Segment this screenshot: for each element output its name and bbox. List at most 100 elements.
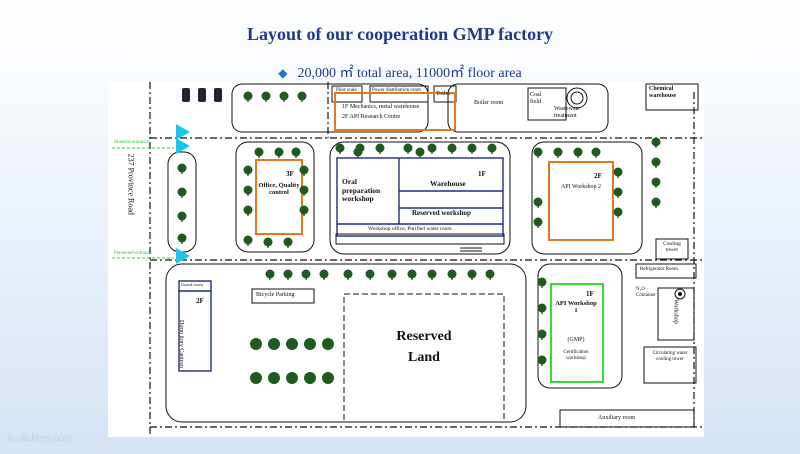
tree — [447, 269, 457, 279]
factory-layout-map: Pilot scale Power distribution room Toil… — [108, 82, 704, 437]
tree — [447, 143, 457, 153]
diamond-bullet-icon: ◆ — [278, 66, 288, 80]
tree-trunk — [537, 205, 539, 208]
tree — [343, 269, 353, 279]
tree-trunk — [278, 155, 280, 158]
tree-trunk — [419, 155, 421, 158]
tree — [299, 185, 309, 195]
layout-drawing — [112, 82, 704, 437]
n2-container-label: N₂O Container — [636, 287, 656, 298]
tree-trunk — [247, 213, 249, 216]
tree — [335, 143, 345, 153]
target-marker — [674, 288, 686, 300]
api1-floor-label: 1F — [586, 290, 594, 298]
tree — [573, 147, 583, 157]
workshop-side-label: Workshop — [672, 299, 679, 324]
material-entrance-label: Material entrance — [114, 140, 150, 145]
tree-trunk — [655, 205, 657, 208]
entrance-arrows — [176, 124, 190, 264]
tree — [467, 143, 477, 153]
tree-trunk — [541, 363, 543, 366]
tree-trunk — [491, 151, 493, 154]
bicycle-parking-label: Bicycle Parking — [256, 292, 295, 298]
watermark: lookchem.com — [8, 433, 73, 444]
tree-trunk — [577, 155, 579, 158]
tree-trunk — [247, 193, 249, 196]
tree-trunk — [323, 277, 325, 280]
tree-trunk — [471, 277, 473, 280]
personnel-entrance-label: Personnel entrance — [114, 251, 152, 256]
tree-trunk — [305, 277, 307, 280]
tree — [533, 147, 543, 157]
tree — [365, 269, 375, 279]
tree — [375, 143, 385, 153]
tree-trunk — [255, 347, 257, 350]
tree-trunk — [379, 151, 381, 154]
tree-trunk — [247, 243, 249, 246]
tree — [651, 137, 661, 147]
tree — [286, 338, 298, 350]
road-label: 237 Province Road — [126, 153, 136, 215]
tree-trunk — [273, 381, 275, 384]
tree-trunk — [303, 213, 305, 216]
tree-trunk — [617, 195, 619, 198]
tree — [322, 372, 334, 384]
tree-trunk — [339, 151, 341, 154]
tree — [243, 235, 253, 245]
tree-trunk — [537, 225, 539, 228]
refrigerator-room-label: Refrigerator Room — [640, 267, 678, 272]
reserved-workshop-label: Reserved workshop — [412, 209, 471, 217]
api1-label: API Workshop 1 — [555, 300, 597, 315]
entrance-lines — [112, 147, 174, 259]
tree-trunk — [287, 245, 289, 248]
tree — [487, 143, 497, 153]
pilot-scale-label: Pilot scale — [336, 88, 357, 93]
tree-trunk — [541, 311, 543, 314]
tree — [427, 269, 437, 279]
boiler-room-label: Boiler room — [474, 100, 504, 106]
tree — [613, 207, 623, 217]
tree-trunk — [391, 277, 393, 280]
tree-trunk — [327, 381, 329, 384]
tree — [403, 143, 413, 153]
tree-trunk — [291, 347, 293, 350]
tree-trunk — [309, 347, 311, 350]
tree — [322, 338, 334, 350]
tree — [537, 277, 547, 287]
building-outlines — [255, 92, 614, 383]
tree — [286, 372, 298, 384]
tree — [407, 269, 417, 279]
tree — [415, 147, 425, 157]
tree — [304, 338, 316, 350]
tree — [243, 165, 253, 175]
dorm-floor-label: 2F — [196, 297, 204, 305]
tree-trunk — [283, 99, 285, 102]
tree — [299, 205, 309, 215]
tree-trunk — [265, 99, 267, 102]
tree-trunk — [309, 381, 311, 384]
tree-trunk — [327, 347, 329, 350]
tree — [301, 269, 311, 279]
tree — [651, 197, 661, 207]
reserved-land-label: Reserved Land — [396, 329, 452, 365]
tree-trunk — [273, 347, 275, 350]
tree-trunk — [181, 219, 183, 222]
tree — [591, 147, 601, 157]
tree-trunk — [451, 277, 453, 280]
wastewater-label: Wastewate treatment — [554, 106, 580, 119]
tree — [263, 237, 273, 247]
tree — [265, 269, 275, 279]
tree-trunk — [431, 277, 433, 280]
dormitory-label: Dorm itory Canteen — [178, 320, 184, 368]
tree-trunk — [295, 155, 297, 158]
tree — [243, 185, 253, 195]
tree — [291, 147, 301, 157]
tree — [177, 211, 187, 221]
road-lines — [149, 82, 704, 437]
tree-trunk — [247, 99, 249, 102]
tree — [613, 187, 623, 197]
tree-trunk — [655, 165, 657, 168]
tree — [537, 355, 547, 365]
tree-trunk — [181, 195, 183, 198]
tree — [613, 167, 623, 177]
